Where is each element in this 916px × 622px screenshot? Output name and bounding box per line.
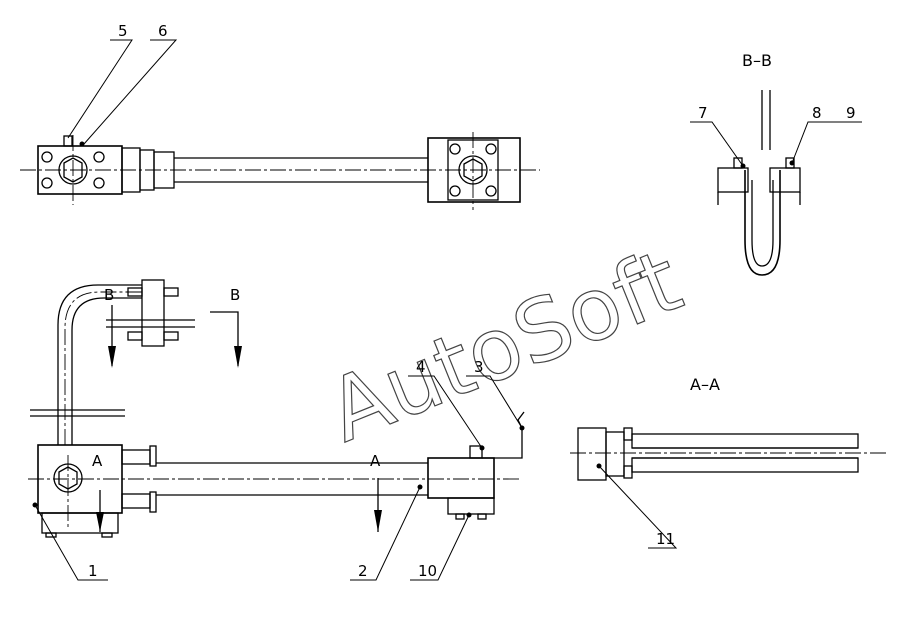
svg-text:6: 6 — [158, 22, 168, 40]
svg-text:3: 3 — [474, 358, 484, 376]
svg-text:11: 11 — [656, 530, 675, 548]
svg-text:4: 4 — [416, 358, 426, 376]
callout-1: 1 — [34, 504, 108, 581]
svg-text:2: 2 — [358, 562, 368, 580]
section-marker-b-right: B — [210, 286, 242, 368]
section-marker-a-left: A — [92, 452, 104, 532]
callout-11: 11 — [598, 465, 678, 549]
section-aa-view: A–A — [570, 375, 886, 481]
svg-text:9: 9 — [846, 104, 856, 122]
section-bb-label: B–B — [742, 51, 772, 70]
section-marker-a-right: A — [370, 452, 382, 532]
callout-3: 3 — [466, 358, 523, 429]
svg-text:10: 10 — [418, 562, 437, 580]
svg-text:B: B — [104, 286, 114, 304]
front-view — [28, 279, 525, 538]
svg-text:B: B — [230, 286, 240, 304]
svg-text:A: A — [92, 452, 103, 470]
watermark-autosoft: AutoSoft — [315, 231, 695, 462]
svg-text:A: A — [370, 452, 381, 470]
callout-7: 7 — [690, 104, 744, 167]
svg-text:7: 7 — [698, 104, 708, 122]
svg-text:1: 1 — [88, 562, 98, 580]
callout-4: 4 — [408, 358, 483, 449]
callout-2: 2 — [350, 486, 421, 581]
callout-10: 10 — [410, 514, 470, 581]
callout-6: 6 — [83, 22, 178, 145]
svg-text:5: 5 — [118, 22, 128, 40]
svg-text:8: 8 — [812, 104, 822, 122]
callout-8: 8 — [812, 104, 822, 122]
section-aa-label: A–A — [690, 375, 720, 394]
top-view — [20, 132, 540, 210]
callout-5: 5 — [67, 22, 133, 139]
callout-9: 9 — [791, 104, 862, 164]
section-marker-b-left: B — [104, 286, 116, 368]
section-bb-view: B–B — [717, 51, 801, 276]
